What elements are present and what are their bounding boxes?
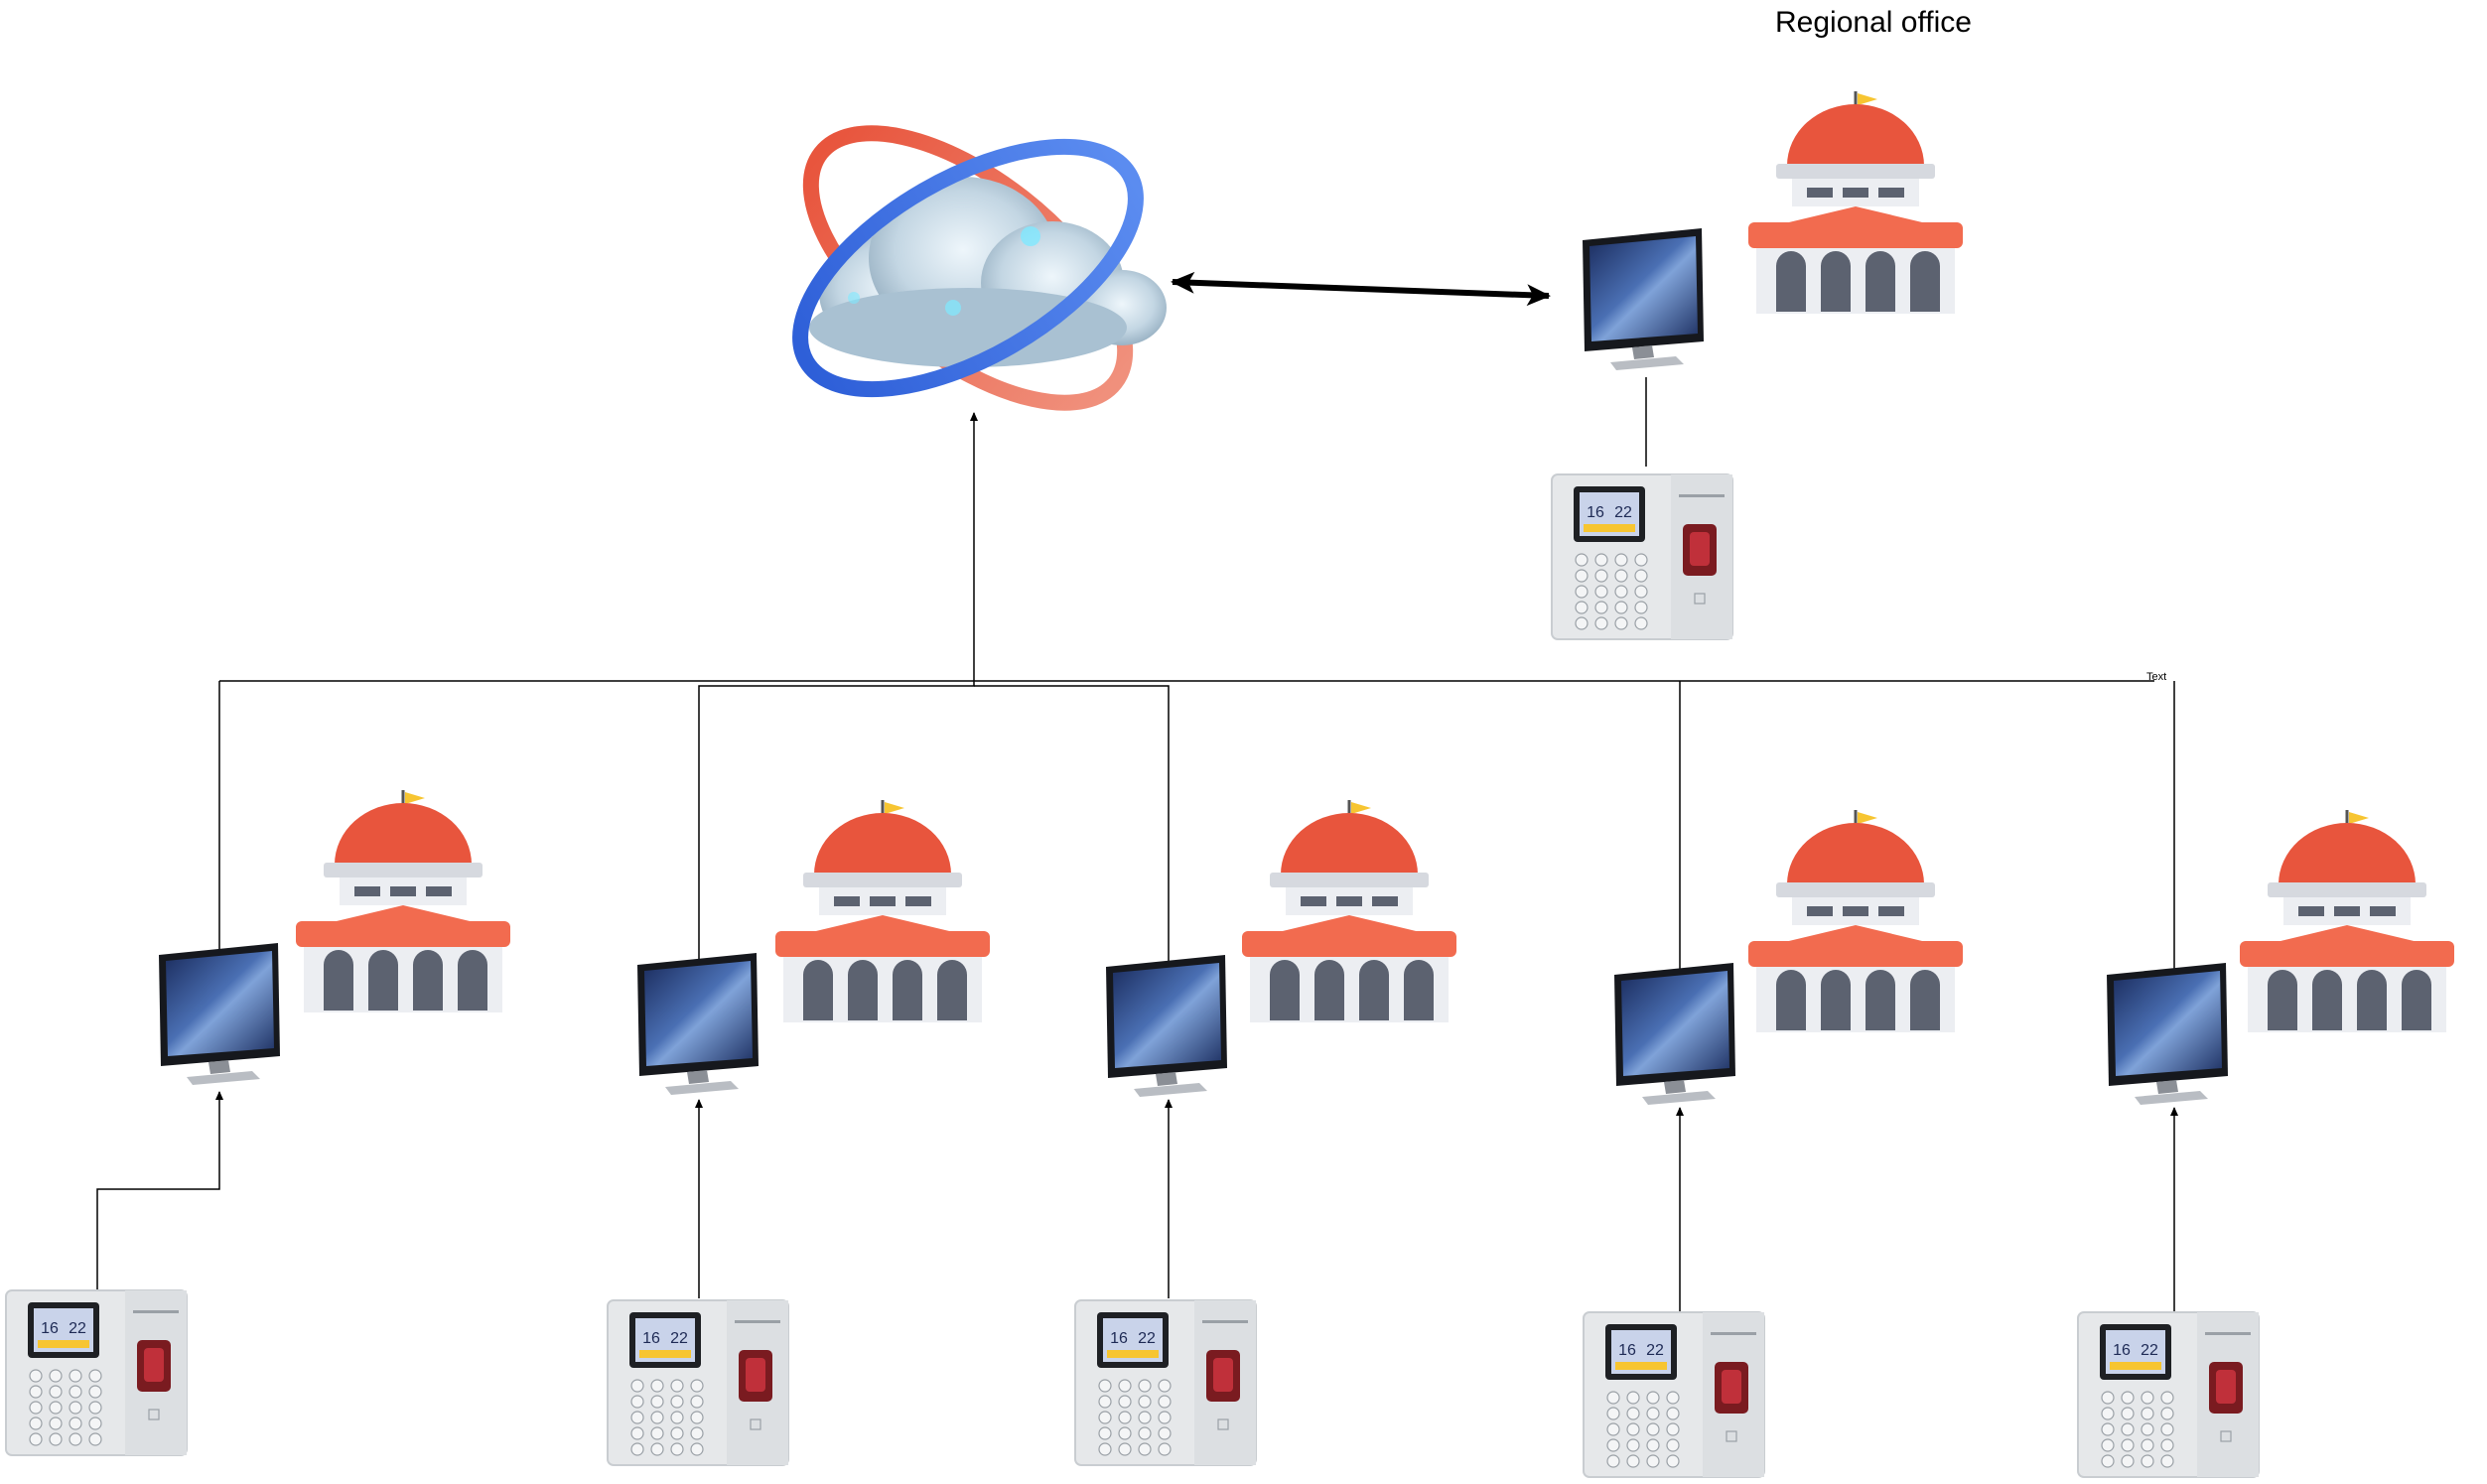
terminal-hour: 16 [1110, 1330, 1128, 1347]
branch-monitor-icon-1 [159, 943, 280, 1085]
terminal-minute: 22 [2141, 1342, 2158, 1359]
terminal-minute: 22 [1138, 1330, 1156, 1347]
terminal-hour: 16 [2113, 1342, 2131, 1359]
branch-building-icon-3 [1240, 800, 1458, 1023]
terminal-minute: 22 [1614, 504, 1632, 521]
branch-building-icon-5 [2238, 810, 2456, 1033]
terminal-hour: 16 [1587, 504, 1604, 521]
cloud-regional-link [1171, 271, 1551, 307]
branch-building-icon-1 [294, 790, 512, 1013]
regional-monitor-icon [1583, 228, 1704, 370]
branch-building-icon-2 [773, 800, 992, 1023]
terminal-minute: 22 [1646, 1342, 1664, 1359]
terminal-link-1 [96, 1091, 223, 1290]
regional-office-label: Regional office [1775, 6, 1972, 39]
terminal-minute: 22 [670, 1330, 688, 1347]
branch-monitor-icon-2 [637, 953, 759, 1095]
terminal-hour: 16 [41, 1320, 59, 1337]
branch-building-icon-4 [1746, 810, 1965, 1033]
terminal-minute: 22 [69, 1320, 86, 1337]
branch-monitor-icon-4 [1614, 963, 1735, 1105]
branch-monitor-icon-5 [2107, 963, 2228, 1105]
branch-monitor-icon-3 [1106, 955, 1227, 1097]
text-node-label: Text [2146, 671, 2167, 683]
connectors [96, 377, 2178, 1312]
regional-building-icon [1746, 91, 1965, 315]
branch-2 [698, 681, 975, 965]
terminal-hour: 16 [642, 1330, 660, 1347]
terminal-hour: 16 [1618, 1342, 1636, 1359]
cloud-network-icon [792, 125, 1167, 411]
branch-3 [974, 685, 1170, 973]
